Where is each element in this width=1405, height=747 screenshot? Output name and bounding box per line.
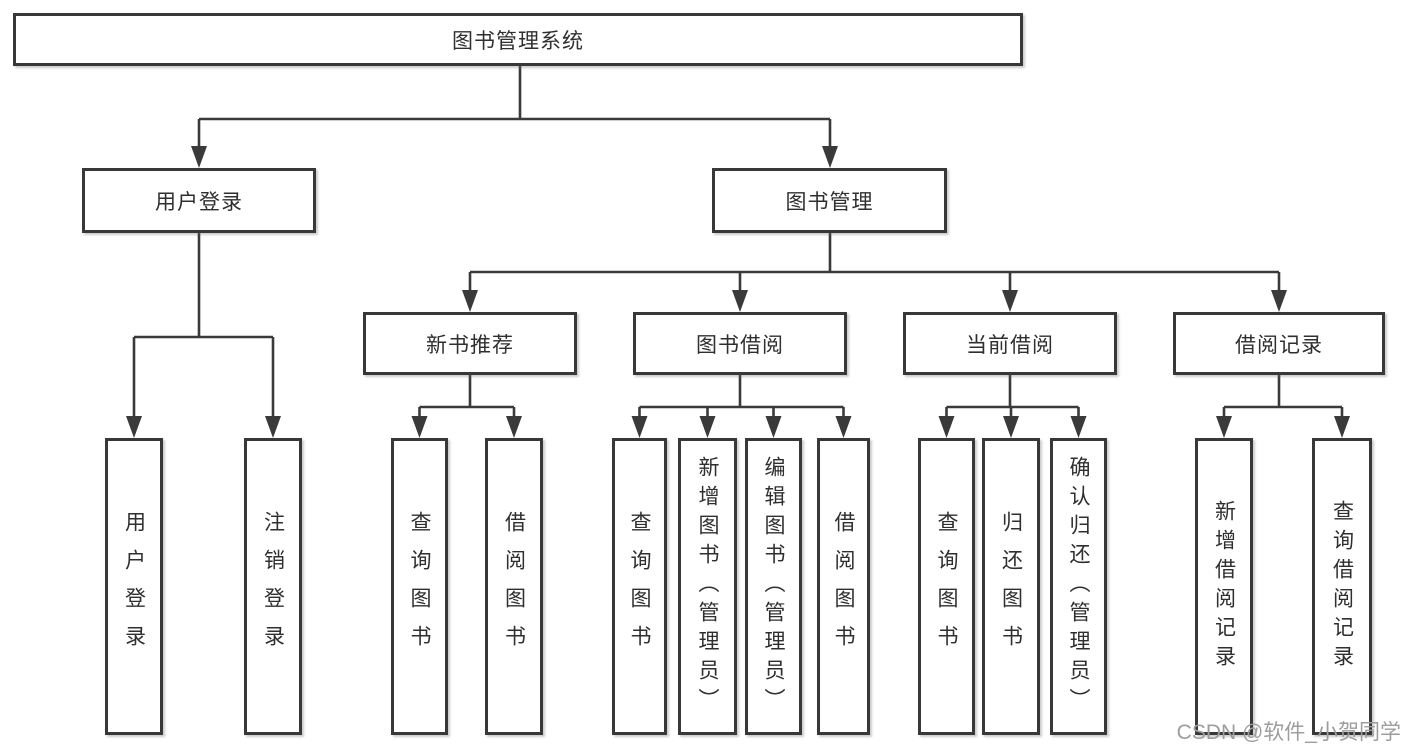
leaf-query-books-current: 查询图书: [918, 438, 975, 735]
node-label: 当前借阅: [966, 333, 1054, 357]
leaf-query-books-borrow: 查询图书: [612, 438, 667, 735]
node-borrow-records: 借阅记录: [1173, 312, 1385, 375]
leaf-borrow-books-recommend: 借阅图书: [485, 438, 543, 735]
node-label: 查询图书: [935, 510, 958, 663]
node-label: 查询图书: [408, 510, 431, 663]
node-label: 新增图书（管理员）: [696, 456, 719, 717]
leaf-query-books-recommend: 查询图书: [391, 438, 448, 735]
leaf-logout: 注销登录: [244, 438, 302, 735]
node-label: 用户登录: [155, 190, 243, 214]
leaf-edit-book-admin: 编辑图书（管理员）: [745, 438, 802, 735]
leaf-query-borrow-record: 查询借阅记录: [1312, 438, 1372, 735]
node-user-login: 用户登录: [82, 168, 316, 233]
node-label: 借阅图书: [502, 510, 526, 663]
csdn-watermark: CSDN @软件_小贺同学: [1176, 721, 1401, 744]
leaf-borrow-books: 借阅图书: [817, 438, 870, 735]
node-label: 新书推荐: [426, 333, 514, 357]
leaf-user-login: 用户登录: [105, 438, 163, 735]
node-label: 确认归还（管理员）: [1067, 456, 1090, 717]
node-label: 图书借阅: [696, 333, 784, 357]
leaf-confirm-return-admin: 确认归还（管理员）: [1050, 438, 1107, 735]
node-book-management: 图书管理: [712, 168, 947, 233]
leaf-return-book: 归还图书: [982, 438, 1040, 735]
node-label: 归还图书: [999, 510, 1023, 663]
node-label: 图书管理: [785, 190, 874, 214]
node-label: 查询图书: [628, 510, 651, 663]
node-label: 注销登录: [261, 510, 285, 663]
node-label: 新增借阅记录: [1212, 499, 1236, 674]
node-label: 图书管理系统: [452, 29, 584, 53]
leaf-add-borrow-record: 新增借阅记录: [1195, 438, 1253, 735]
arrowheads: [126, 146, 1350, 438]
node-label: 借阅图书: [832, 510, 855, 663]
node-label: 借阅记录: [1235, 333, 1323, 357]
node-label: 用户登录: [122, 510, 146, 663]
node-label: 查询借阅记录: [1330, 499, 1354, 674]
node-library-management-system: 图书管理系统: [13, 13, 1023, 66]
node-book-borrow: 图书借阅: [633, 312, 847, 375]
node-label: 编辑图书（管理员）: [762, 456, 785, 717]
node-new-book-recommend: 新书推荐: [363, 312, 577, 375]
node-current-borrow: 当前借阅: [903, 312, 1117, 375]
leaf-add-book-admin: 新增图书（管理员）: [678, 438, 737, 735]
